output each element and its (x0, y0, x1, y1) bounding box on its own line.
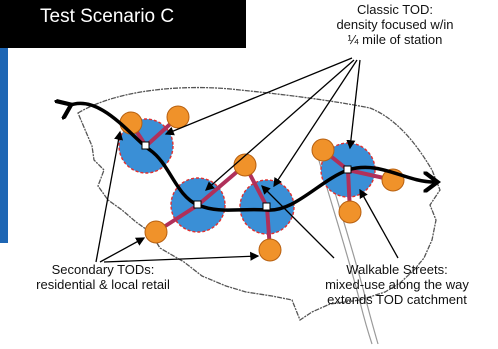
station-marker (262, 202, 271, 211)
walkable-streets-heading: Walkable Streets: (346, 262, 448, 277)
slide-title: Test Scenario C (40, 6, 175, 27)
classic-tod-line-3: ¼ mile of station (347, 32, 443, 47)
classic-tod-arrows (164, 57, 361, 191)
transit-line (68, 103, 434, 212)
classic-tod-heading: Classic TOD: (356, 2, 434, 17)
secondary-tod-node (258, 238, 282, 262)
station-markers (141, 141, 352, 211)
walkable-street-arrows (261, 185, 399, 259)
secondary-tod-node (233, 153, 257, 177)
secondary-tods-line-2: residential & local retail (36, 277, 170, 292)
secondary-tod-node (311, 138, 335, 162)
secondary-tods-heading: Secondary TODs: (51, 262, 155, 277)
walkable-streets-label: Walkable Streets: mixed-use along the wa… (302, 262, 492, 307)
accent-strip (0, 48, 8, 243)
title-bar (0, 0, 246, 48)
secondary-tod-node (166, 105, 190, 129)
classic-tod-line-2: density focused w/in (336, 17, 454, 32)
secondary-tod-arrows (95, 130, 260, 263)
walkable-streets-line-2: mixed-use along the way (325, 277, 469, 292)
classic-tod-label: Classic TOD: density focused w/in ¼ mile… (300, 2, 490, 47)
station-marker (343, 165, 352, 174)
station-marker (193, 200, 202, 209)
secondary-tod-node (119, 111, 143, 135)
secondary-tod-node (144, 220, 168, 244)
walkable-streets-line-3: extends TOD catchment (327, 292, 467, 307)
secondary-tod-node (338, 200, 362, 224)
station-marker (141, 141, 150, 150)
secondary-tods-label: Secondary TODs: residential & local reta… (14, 262, 192, 292)
